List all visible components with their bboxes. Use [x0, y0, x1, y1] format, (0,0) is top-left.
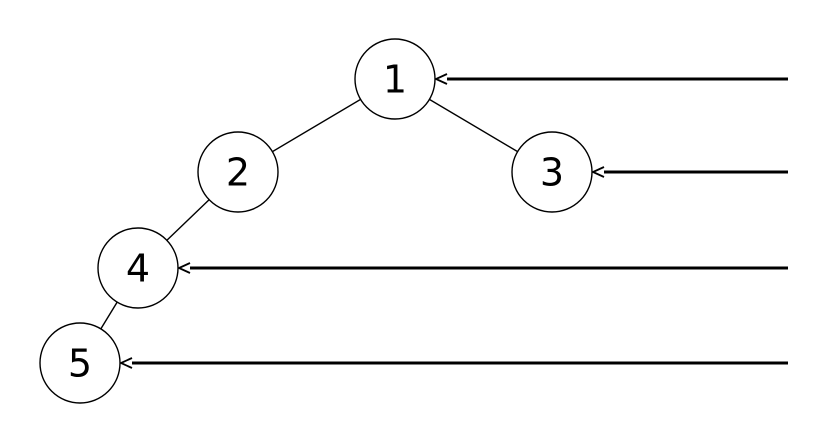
arrow-head-icon-to-3 — [590, 166, 605, 178]
node-label-4: 4 — [126, 246, 150, 290]
node-label-3: 3 — [540, 150, 564, 194]
tree-node-4 — [97, 227, 179, 309]
tree-node-1 — [354, 38, 436, 120]
node-label-5: 5 — [68, 341, 92, 385]
arrow-head-icon-to-1 — [433, 73, 448, 85]
arrow-head-icon-to-4 — [176, 262, 191, 274]
node-label-1: 1 — [383, 57, 407, 101]
arrow-head-icon-to-5 — [118, 357, 133, 369]
node-label-2: 2 — [226, 150, 250, 194]
tree-node-5 — [39, 322, 121, 404]
tree-node-3 — [511, 131, 593, 213]
tree-node-2 — [197, 131, 279, 213]
